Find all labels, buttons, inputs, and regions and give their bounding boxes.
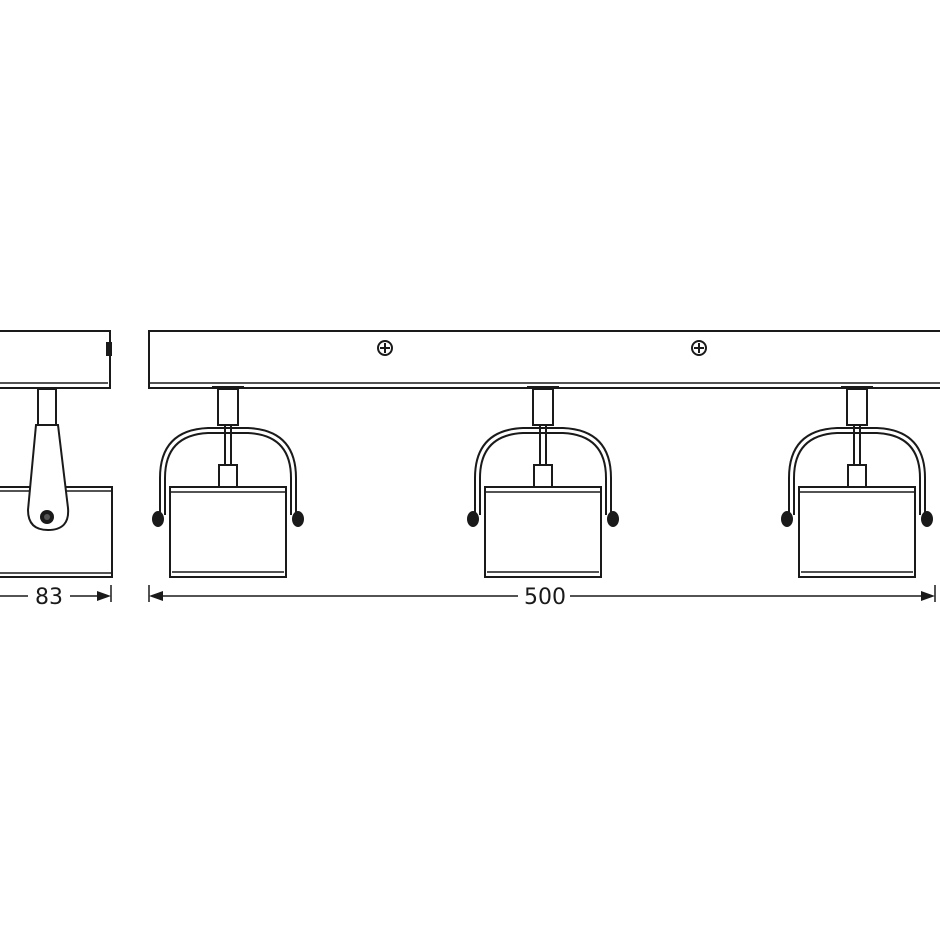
front-base-bar xyxy=(148,330,940,389)
side-swivel-arm xyxy=(26,424,70,532)
length-dimension-label: 500 xyxy=(524,585,566,610)
front-view xyxy=(148,330,940,578)
dimension-length: 500 xyxy=(148,585,936,610)
side-view xyxy=(0,330,113,578)
spotlight-head-3 xyxy=(780,385,934,578)
dimension-depth: 83 xyxy=(0,585,112,610)
spotlight-head-2 xyxy=(466,385,620,578)
spotlight-head-1 xyxy=(151,385,305,578)
mounting-screw-left xyxy=(377,340,393,356)
depth-dimension-label: 83 xyxy=(35,585,63,610)
side-base-plate xyxy=(0,330,111,389)
side-stem xyxy=(37,388,57,426)
mounting-screw-right xyxy=(691,340,707,356)
